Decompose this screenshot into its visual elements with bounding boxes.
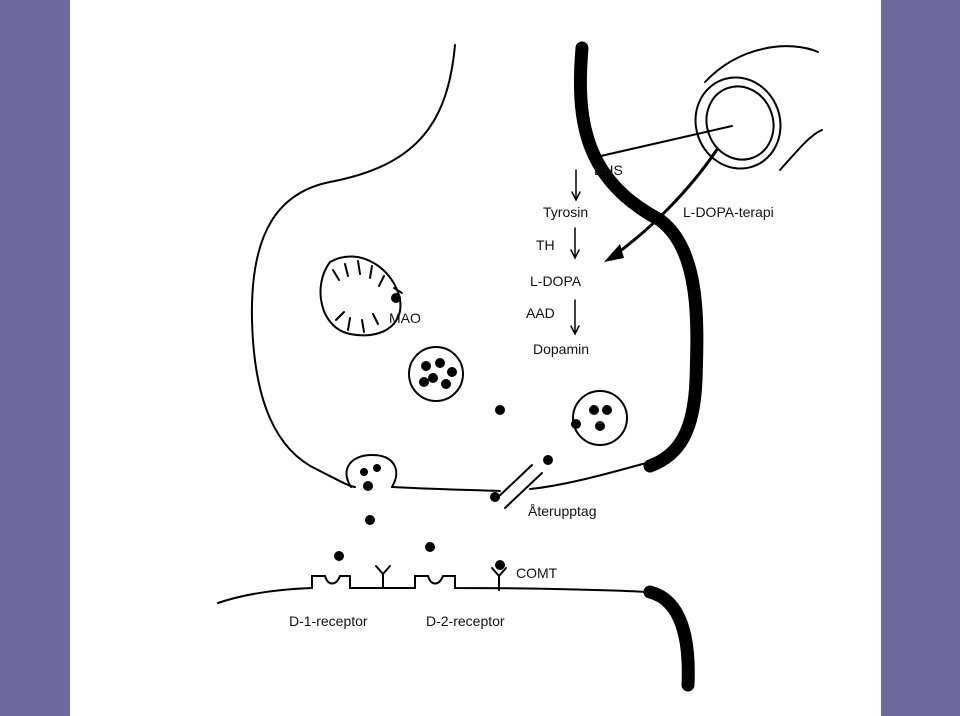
- left-side-panel: [0, 0, 70, 716]
- th-label: TH: [536, 237, 555, 253]
- vesicle: [572, 390, 628, 446]
- blood-vessel-opening: [694, 76, 782, 170]
- blood-vessel-wall: [704, 45, 819, 83]
- vesicle: [408, 346, 464, 402]
- aad-label: AAD: [526, 305, 555, 321]
- comt-label: COMT: [516, 565, 558, 581]
- bhs-label: BHS: [594, 162, 623, 178]
- presynaptic-membrane-bottom: [391, 486, 501, 492]
- dopamine-molecules: [334, 293, 612, 570]
- comt-enzyme: [491, 567, 507, 591]
- presynaptic-membrane-right: [529, 461, 651, 490]
- l-dopa-therapy-arrow: [611, 147, 720, 259]
- l-dopa-therapy-label: L-DOPA-terapi: [683, 204, 774, 220]
- dopamin-label: Dopamin: [533, 341, 589, 357]
- receptor-y: [375, 565, 391, 589]
- postsynaptic-membrane-thick: [643, 585, 695, 692]
- bhs-line: [591, 125, 733, 159]
- right-side-panel: [881, 0, 960, 716]
- reuptake-transporter: [494, 464, 543, 509]
- neuron-membrane-thick: [573, 41, 704, 473]
- l-dopa-label: L-DOPA: [530, 273, 582, 289]
- postsynaptic-membrane: [217, 575, 651, 604]
- presynaptic-terminal-outline: [250, 44, 456, 488]
- slide-canvas: [70, 0, 881, 716]
- tyrosin-label: Tyrosin: [543, 204, 588, 220]
- fusing-vesicle: [345, 453, 398, 488]
- mao-label: MAO: [389, 310, 421, 326]
- d2-receptor-label: D-2-receptor: [426, 613, 505, 629]
- reuptake-label: Återupptag: [528, 503, 597, 519]
- d1-receptor-label: D-1-receptor: [289, 613, 368, 629]
- mitochondrion: [319, 255, 402, 337]
